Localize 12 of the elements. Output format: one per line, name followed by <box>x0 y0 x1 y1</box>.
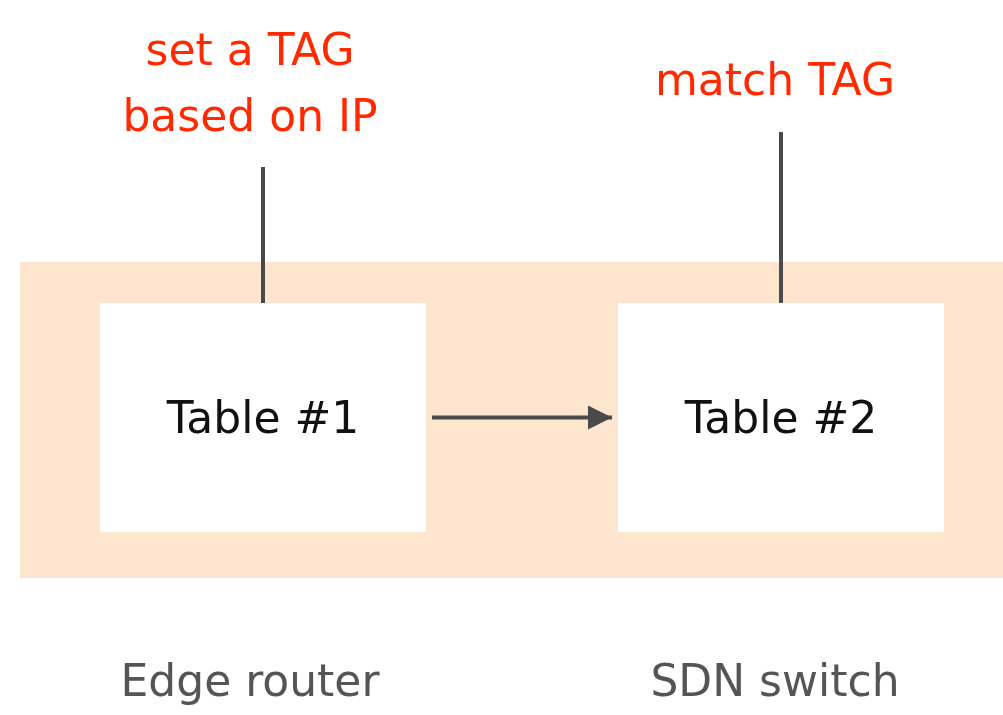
annotation-text: set a TAG based on IP <box>92 10 408 155</box>
device-label: SDN switch <box>650 655 900 706</box>
arrow <box>432 405 612 430</box>
annotation-text: match TAG <box>585 40 965 120</box>
leader-line <box>779 132 783 303</box>
device-label: Edge router <box>120 655 380 706</box>
device-band <box>20 262 1003 578</box>
table-label: Table #2 <box>684 392 878 443</box>
table-box <box>618 303 944 532</box>
table-box <box>100 303 426 532</box>
leader-line <box>261 167 265 303</box>
table-label: Table #1 <box>166 392 360 443</box>
